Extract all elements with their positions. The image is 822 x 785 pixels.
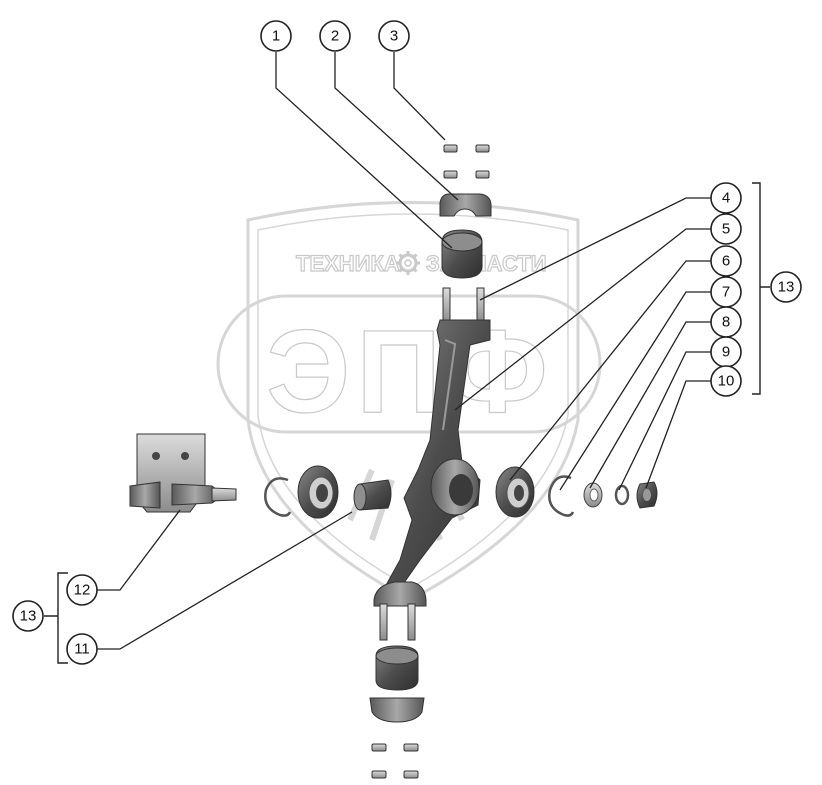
callout-13-left: 13 <box>12 600 44 632</box>
watermark-brand-left: ТЕХНИКА <box>296 251 400 276</box>
left-group-bracket <box>44 572 68 664</box>
washer <box>583 482 603 508</box>
right-group-bracket <box>752 182 770 395</box>
left-bearing <box>297 465 339 519</box>
callout-3: 3 <box>378 20 410 52</box>
right-snap-ring <box>548 475 575 517</box>
bottom-bushing <box>375 645 419 691</box>
callout-9-label: 9 <box>722 344 730 361</box>
top-clamp <box>439 193 492 217</box>
callout-4: 4 <box>710 182 742 214</box>
callout-1-label: 1 <box>272 28 280 45</box>
callout-11-label: 11 <box>74 641 90 658</box>
callout-3-label: 3 <box>390 28 398 45</box>
watermark-shield <box>246 201 580 602</box>
parts <box>129 144 658 779</box>
spacer-bushing <box>353 479 392 511</box>
bottom-studs <box>379 603 416 641</box>
callout-7: 7 <box>710 276 742 308</box>
right-bearing <box>495 466 535 518</box>
callout-10-label: 10 <box>718 373 735 390</box>
bottom-clamp <box>373 581 427 607</box>
callout-13-right: 13 <box>770 271 802 303</box>
callout-7-label: 7 <box>722 284 730 301</box>
callout-6: 6 <box>710 245 742 277</box>
callout-10: 10 <box>710 365 742 397</box>
callout-13-right-label: 13 <box>778 279 795 296</box>
callout-9: 9 <box>710 336 742 368</box>
watermark-band <box>216 294 602 434</box>
callout-8-label: 8 <box>722 314 730 331</box>
top-nuts <box>443 144 490 179</box>
callout-4-label: 4 <box>722 190 730 207</box>
callout-12: 12 <box>66 574 98 606</box>
watermark-brand-big: ЭПФ <box>266 306 553 438</box>
callout-13-left-label: 13 <box>20 608 37 625</box>
watermark: ТЕХНИКА ЗАПЧАСТИ ЭПФ <box>216 201 602 602</box>
gear-icon <box>396 251 420 275</box>
callout-1: 1 <box>260 20 292 52</box>
callout-2-label: 2 <box>331 28 339 45</box>
callout-12-label: 12 <box>74 582 91 599</box>
callout-5-label: 5 <box>722 221 730 238</box>
nut <box>636 481 658 509</box>
bottom-nuts <box>371 743 419 779</box>
mounting-bracket <box>129 433 237 513</box>
callout-6-label: 6 <box>722 253 730 270</box>
bottom-plate <box>369 697 425 723</box>
top-bushing <box>441 229 483 279</box>
lever-arm <box>379 319 491 601</box>
spring-washer <box>614 484 630 506</box>
callout-2: 2 <box>319 20 351 52</box>
left-snap-ring <box>264 477 292 517</box>
callout-5: 5 <box>710 213 742 245</box>
callout-8: 8 <box>710 306 742 338</box>
callout-11: 11 <box>66 633 98 665</box>
leader-lines <box>97 52 711 650</box>
